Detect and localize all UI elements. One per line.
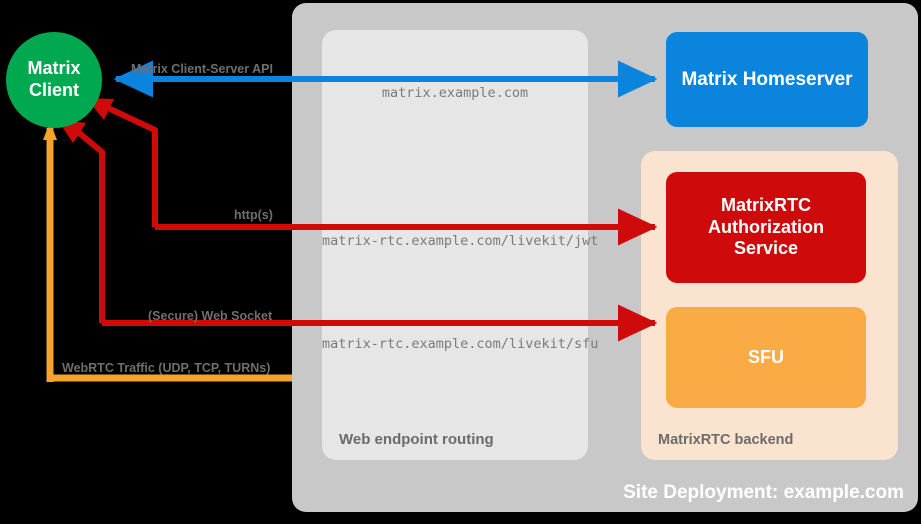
matrixrtc-backend-label: MatrixRTC backend	[658, 432, 794, 448]
flow-label-secure-web-socket: (Secure) Web Socket	[148, 309, 273, 323]
node-matrix-client: Matrix Client	[6, 32, 102, 128]
flow-label-client-server-api: Matrix Client-Server API	[131, 62, 273, 76]
web-endpoint-routing-panel: matrix.example.com matrix-rtc.example.co…	[322, 30, 599, 460]
matrix-client-label-line1: Matrix	[27, 58, 81, 79]
node-sfu: SFU	[666, 307, 866, 408]
site-deployment-label: Site Deployment: example.com	[623, 482, 904, 503]
node-matrix-homeserver: Matrix Homeserver	[666, 32, 868, 127]
flow-label-webrtc-traffic: WebRTC Traffic (UDP, TCP, TURNs)	[62, 361, 271, 375]
endpoint-url-matrix: matrix.example.com	[381, 85, 529, 101]
web-endpoint-routing-label: Web endpoint routing	[339, 431, 494, 448]
endpoint-url-livekit-sfu: matrix-rtc.example.com/livekit/sfu	[322, 336, 599, 352]
matrix-client-label-line2: Client	[28, 80, 79, 100]
endpoint-url-livekit-jwt: matrix-rtc.example.com/livekit/jwt	[322, 233, 599, 249]
flow-label-https: http(s)	[234, 208, 273, 222]
